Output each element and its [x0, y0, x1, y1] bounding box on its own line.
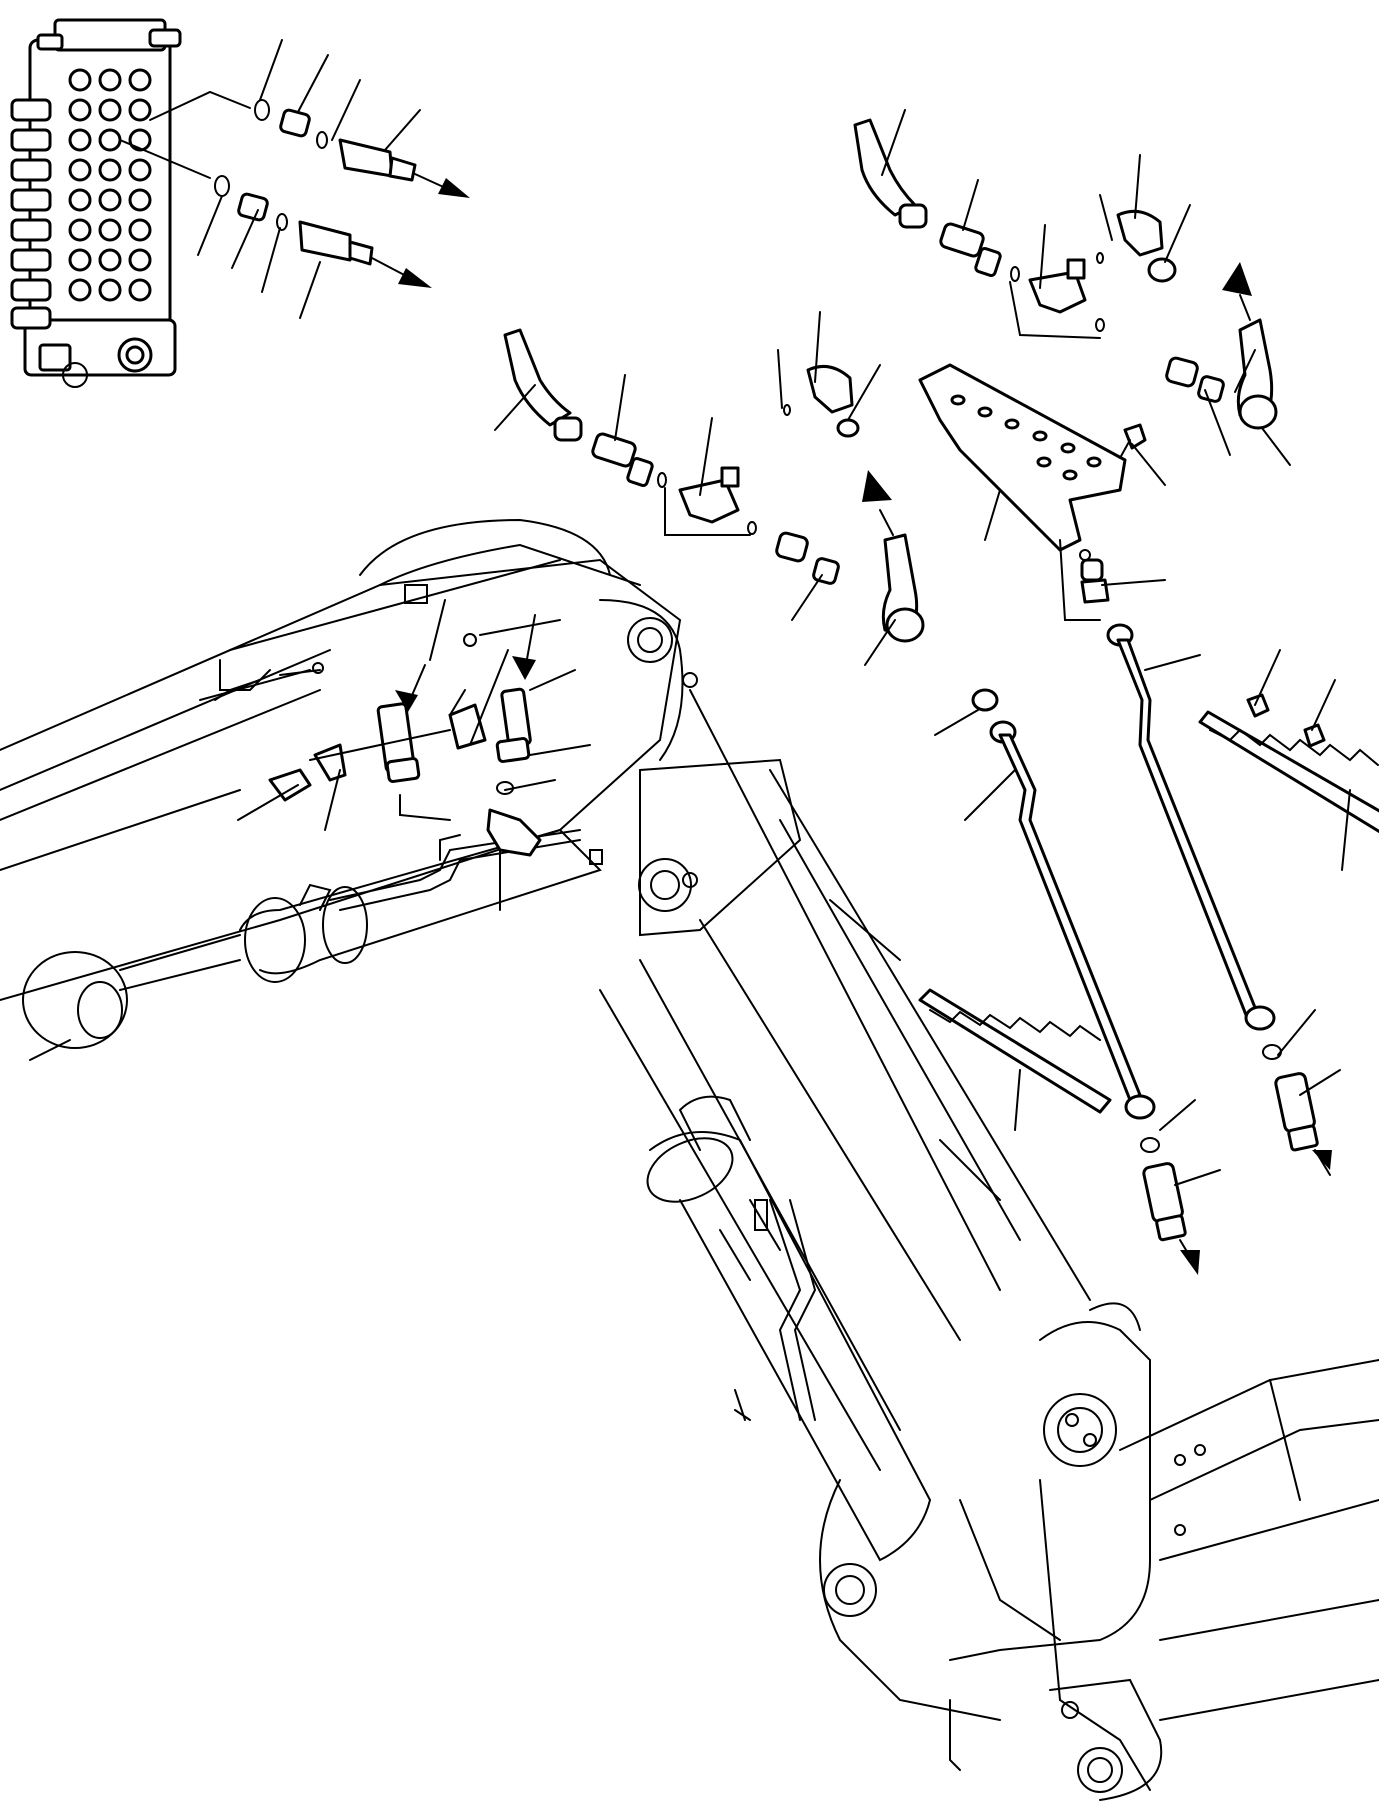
swing-bracket: [949, 1321, 1151, 1661]
cap-nut: [1147, 257, 1177, 283]
boom-cylinder-barrel: [649, 1131, 932, 1562]
boom-lower-edge-a: [689, 689, 1001, 1291]
middle-tee-assembly: [503, 328, 925, 643]
arm-cylinder-barrel: [239, 828, 602, 975]
clamp-comb-lower: [918, 988, 1112, 1114]
leader-lines: [29, 39, 1351, 1186]
elbow-fitting: [1116, 209, 1164, 257]
clamp-comb-upper: [1198, 710, 1379, 834]
boom-cylinder-pin-hole: [638, 858, 692, 912]
o-ring: [254, 99, 270, 121]
long-pipes: [971, 623, 1332, 1275]
adapter-fitting: [279, 108, 311, 138]
boom-pipes: [199, 584, 561, 701]
boom-assembly: [0, 518, 1379, 1801]
steel-pipe-right: [1116, 638, 1260, 1022]
arm-cylinder-rod: [119, 934, 241, 991]
control-valve: [10, 18, 182, 388]
boom-side-fittings: [268, 614, 542, 857]
boom-pin-hole: [627, 617, 673, 663]
mounting-bracket: [918, 363, 1147, 621]
valve-outlet-fittings: [119, 90, 470, 288]
arm-cylinder-rod-eye: [22, 951, 128, 1049]
boom-cylinder: [646, 1095, 932, 1562]
upper-tee-assembly-right: [853, 118, 1278, 430]
bracket-plate: [918, 363, 1127, 552]
arm-cylinder: [22, 828, 603, 1049]
hose-fitting: [338, 138, 394, 178]
swing-pin-boss: [1043, 1393, 1117, 1467]
flow-arrow: [438, 178, 470, 198]
pipe-clamps: [918, 693, 1379, 1114]
boom-upper-section: [0, 558, 682, 1001]
